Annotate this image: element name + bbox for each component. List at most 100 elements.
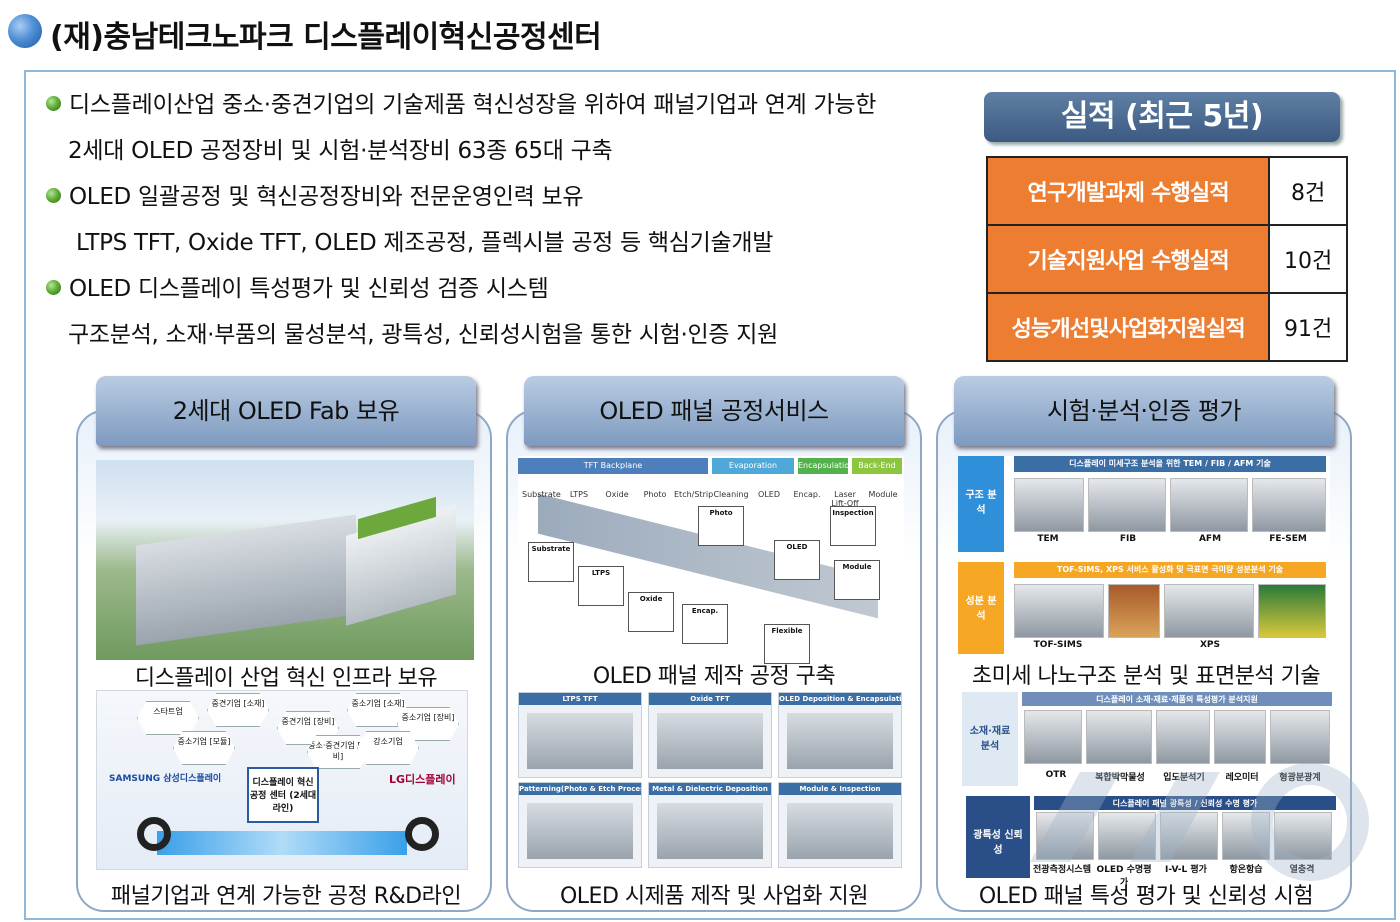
panel-analysis-title: 시험·분석·인증 평가	[954, 376, 1334, 446]
process-step-label: Module	[868, 490, 898, 499]
process-flow-map: TFT Backplane Evaporation Encapsulation …	[518, 456, 904, 664]
process-step-label: Encap.	[793, 490, 821, 499]
bullet-main-text: OLED 디스플레이 특성평가 및 신뢰성 검증 시스템	[69, 276, 549, 302]
title-bullet-icon	[8, 14, 42, 48]
green-bullet-icon	[46, 280, 61, 295]
instrument-photo	[1252, 478, 1326, 532]
equipment-tile: OLED Deposition & Encapsulation	[778, 692, 902, 778]
equipment-tile-header: OLED Deposition & Encapsulation	[779, 693, 901, 705]
instrument-label: FIB	[1119, 534, 1137, 544]
green-bullet-icon	[46, 188, 61, 203]
diagram-node: 강소기업	[357, 731, 419, 765]
bullet-sub-text: 2세대 OLED 공정장비 및 시험·분석장비 63종 65대 구축	[68, 138, 613, 164]
lg-display-logo: LG디스플레이	[389, 773, 456, 786]
performance-label: 기술지원사업 수행실적	[985, 224, 1271, 294]
instrument-label: TEM	[1037, 534, 1059, 544]
process-step-label: Oxide	[605, 490, 629, 499]
instrument-photo	[1164, 584, 1254, 638]
analysis-section-optical: 광특성 신뢰성 디스플레이 패널 광특성 / 신뢰성 수명 평가 전광측정시스템…	[966, 796, 1338, 888]
equipment-tile: Patterning(Photo & Etch Process)	[518, 782, 642, 868]
instrument-label: 항온항습	[1229, 865, 1263, 875]
equipment-tile-header: Metal & Dielectric Deposition	[649, 783, 771, 795]
process-step-label: Cleaning	[713, 490, 749, 499]
instrument-label: XPS	[1199, 640, 1221, 650]
fab-building-image	[96, 460, 474, 660]
process-block: Inspection	[830, 506, 876, 546]
instrument-label: 전광측정시스템	[1033, 865, 1091, 875]
process-block: LTPS	[578, 566, 624, 606]
panel-fab-caption-bottom: 패널기업과 연계 가능한 공정 R&D라인	[110, 884, 462, 909]
panel-analysis-caption-top: 초미세 나노구조 분석 및 표면분석 기술	[971, 664, 1321, 689]
bullet-item: 디스플레이산업 중소·중견기업의 기술제품 혁신성장을 위하여 패널기업과 연계…	[46, 82, 966, 128]
process-step-label: Etch/Strip	[674, 490, 714, 499]
instrument-photo	[1088, 478, 1166, 532]
process-step-label: Substrate	[522, 490, 561, 499]
instrument-label: 열충격	[1289, 865, 1315, 875]
bullet-item: OLED 디스플레이 특성평가 및 신뢰성 검증 시스템	[46, 266, 966, 312]
equipment-photo	[787, 803, 893, 859]
panel-fab-caption-top: 디스플레이 산업 혁신 인프라 보유	[134, 666, 438, 691]
rd-line-diagram: 스타트업 중견기업 [소재] 중견기업 [장비] 중소기업 [소재] 중소기업 …	[96, 690, 468, 870]
equipment-tile-header: LTPS TFT	[519, 693, 641, 705]
equipment-tile: Oxide TFT	[648, 692, 772, 778]
performance-title: 실적 (최근 5년)	[984, 92, 1340, 142]
process-block: Oxide	[628, 592, 674, 632]
process-step-label: Laser Lift-Off	[831, 490, 859, 508]
process-block: OLED	[774, 540, 820, 580]
instrument-photo	[1222, 812, 1270, 860]
equipment-photo	[657, 803, 763, 859]
diagram-node: 스타트업	[137, 701, 199, 735]
bullet-main-text: 디스플레이산업 중소·중견기업의 기술제품 혁신성장을 위하여 패널기업과 연계…	[69, 92, 877, 118]
green-bullet-icon	[46, 96, 61, 111]
samsung-display-logo: SAMSUNG 삼성디스플레이	[109, 774, 222, 784]
analysis-section-composition: 성분 분석 TOF-SIMS, XPS 서비스 활성화 및 극표면 극미량 성분…	[958, 562, 1330, 654]
bullet-main-text: OLED 일괄공정 및 혁신공정장비와 전문운영인력 보유	[69, 184, 584, 210]
panel-process-title: OLED 패널 공정서비스	[524, 376, 904, 446]
instrument-label: AFM	[1198, 534, 1222, 544]
section-header-bar: 디스플레이 미세구조 분석을 위한 TEM / FIB / AFM 기술	[1014, 456, 1326, 472]
instrument-photo	[1086, 710, 1152, 764]
performance-value: 91건	[1268, 292, 1348, 362]
equipment-photo	[657, 713, 763, 769]
diagram-node: 중견기업 [소재]	[207, 693, 269, 727]
instrument-photo	[1160, 812, 1218, 860]
section-header-bar: 디스플레이 소재·재료·제품의 특성평가 분석지원	[1022, 692, 1332, 706]
instrument-label: 형광분광계	[1279, 773, 1321, 783]
instrument-photo	[1214, 710, 1266, 764]
instrument-photo	[1014, 478, 1084, 532]
performance-label: 연구개발과제 수행실적	[985, 156, 1271, 226]
section-header-bar: TOF-SIMS, XPS 서비스 활성화 및 극표면 극미량 성분분석 기술	[1014, 562, 1326, 578]
process-step-label: OLED	[758, 490, 780, 499]
process-step-label: LTPS	[569, 490, 589, 499]
diagram-node: 중소기업 [모듈]	[173, 731, 235, 765]
equipment-photo	[527, 713, 633, 769]
panel-process-caption-top: OLED 패널 제작 공정 구축	[592, 664, 836, 689]
sample-image	[1108, 584, 1160, 638]
process-block: Photo	[698, 506, 744, 546]
section-header-bar: 디스플레이 패널 광특성 / 신뢰성 수명 평가	[1034, 796, 1336, 810]
instrument-photo	[1170, 478, 1248, 532]
phase-back-end: Back-End	[852, 458, 902, 474]
bullet-sub-text: 구조분석, 소재·부품의 물성분석, 광특성, 신뢰성시험을 통한 시험·인증 …	[68, 322, 778, 348]
analysis-section-structure: 구조 분석 디스플레이 미세구조 분석을 위한 TEM / FIB / AFM …	[958, 456, 1330, 552]
phase-tft-backplane: TFT Backplane	[518, 458, 708, 474]
news-watermark-logo	[1030, 763, 1369, 881]
instrument-label: TOF-SIMS	[1033, 640, 1083, 650]
process-equipment-grid: LTPS TFT Oxide TFT OLED Deposition & Enc…	[518, 692, 904, 872]
bullet-item: OLED 일괄공정 및 혁신공정장비와 전문운영인력 보유	[46, 174, 966, 220]
equipment-tile: LTPS TFT	[518, 692, 642, 778]
instrument-photo	[1024, 710, 1082, 764]
section-side-label: 소재·재료 분석	[962, 692, 1018, 786]
instrument-photo	[1014, 584, 1104, 638]
process-block: Encap.	[682, 604, 728, 644]
section-side-label: 성분 분석	[958, 562, 1004, 654]
bullet-sub-text: LTPS TFT, Oxide TFT, OLED 제조공정, 플렉시블 공정 …	[76, 230, 774, 256]
section-side-label: 광특성 신뢰성	[966, 796, 1030, 878]
center-box: 디스플레이 혁신공정 센터 (2세대 라인)	[247, 767, 319, 823]
equipment-photo	[787, 713, 893, 769]
equipment-photo	[527, 803, 633, 859]
